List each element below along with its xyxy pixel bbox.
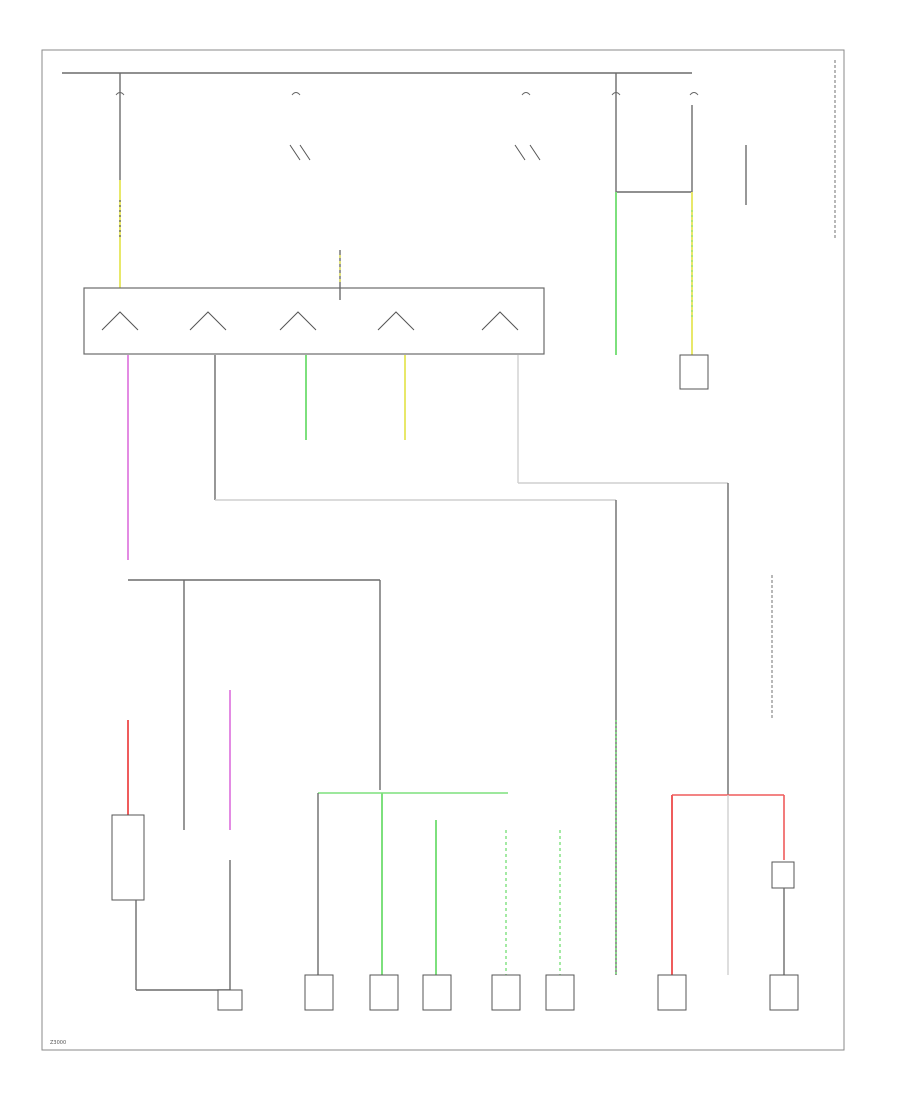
footer-code: Z3000 [50,1040,66,1046]
module-switch-group [101,311,519,331]
component-box-3 [422,974,452,1011]
switch-ignition-icon [289,144,311,161]
switch-relay-icon [514,144,541,161]
component-box-left-connector [217,989,243,1011]
diagram-frame [41,49,845,1051]
bottom-components [217,974,799,1011]
fuse-5-icon [689,92,699,96]
component-box-7 [769,974,799,1011]
relay-left-box [111,814,145,901]
component-box-5 [545,974,575,1011]
fuse-3-icon [521,92,531,96]
module-switch-3-icon [279,311,317,331]
module-switch-4-icon [377,311,415,331]
component-box-4 [491,974,521,1011]
component-box-1 [304,974,334,1011]
module-switch-1-icon [101,311,139,331]
fuse-group-top [115,92,699,96]
component-box-right-top [679,354,709,390]
module-switch-5-icon [481,311,519,331]
component-box-2 [369,974,399,1011]
control-module-box [83,287,545,355]
module-switch-2-icon [189,311,227,331]
fuse-box-right [771,861,795,889]
component-box-6 [657,974,687,1011]
fuse-2-icon [291,92,301,96]
